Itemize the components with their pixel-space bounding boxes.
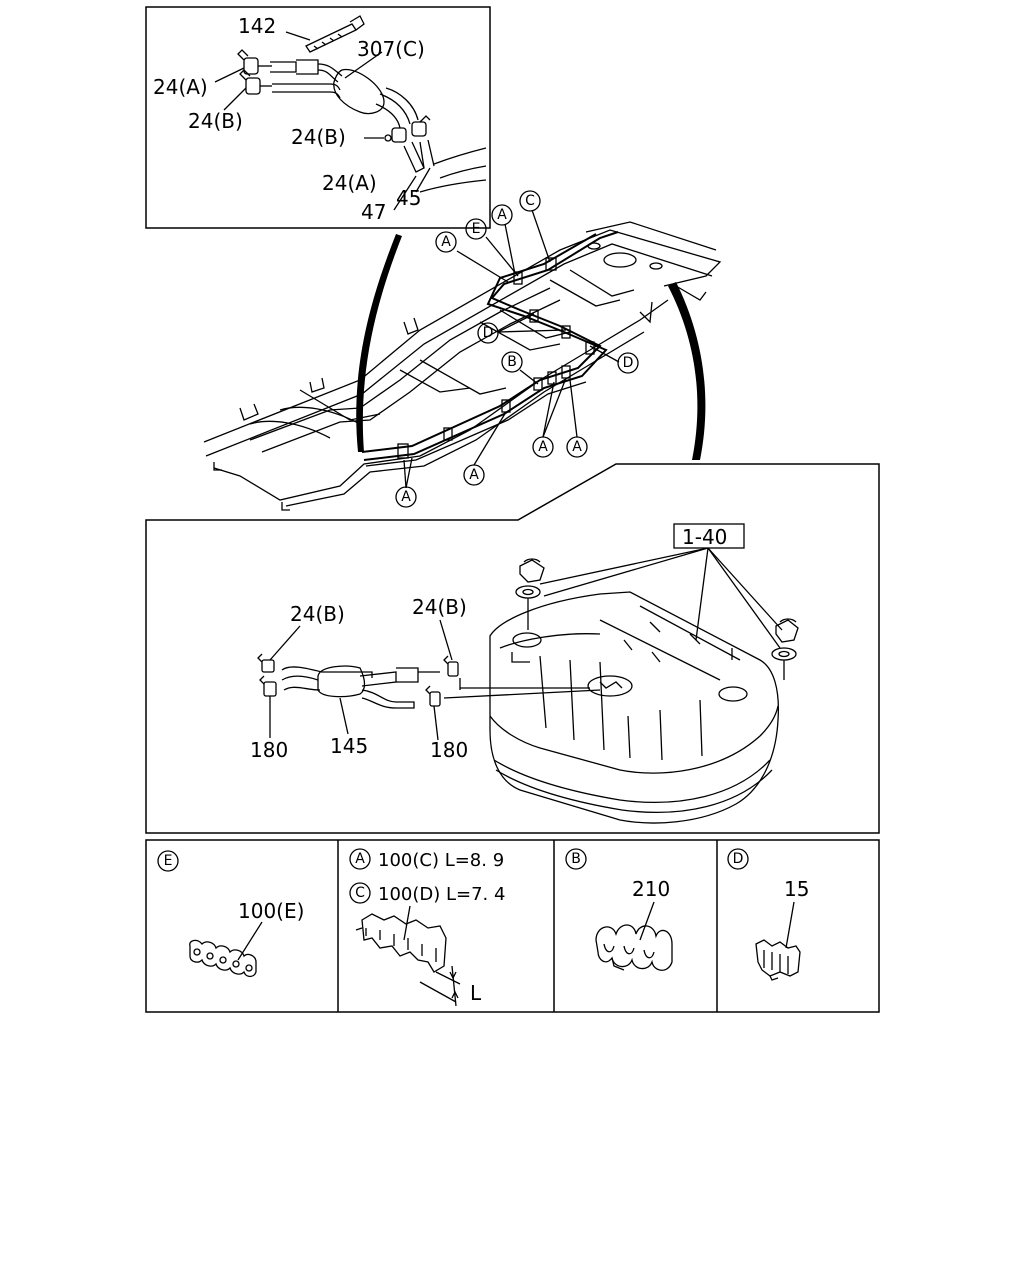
panel-ac-key-a: A xyxy=(355,851,365,867)
top-inset: 142 307(C) 24(A) 24(B) 24(B) 24(A) 47 45 xyxy=(145,6,491,229)
fuel-tank-drawing xyxy=(489,591,780,824)
clip-210-drawing xyxy=(595,924,673,971)
svg-text:A: A xyxy=(497,207,507,223)
label-1-40: 1-40 xyxy=(682,525,727,549)
clamp-24b-lower-drawing xyxy=(364,115,431,143)
clamp-24b-upper-drawing xyxy=(239,69,272,95)
panel-e-part-label: 100(E) xyxy=(238,899,304,923)
svg-text:A: A xyxy=(441,234,451,250)
detail-panels: E 100(E) A 100(C) L=8. 9 C 100(D) L=7. 4 xyxy=(145,839,880,1013)
svg-text:D: D xyxy=(623,355,634,371)
panel-b-key: B xyxy=(571,851,581,867)
label-47: 47 xyxy=(361,200,386,224)
clip-100c-100d-drawing xyxy=(355,913,447,973)
clamp-24a-upper-drawing xyxy=(237,49,272,75)
svg-text:C: C xyxy=(525,193,535,209)
label-24b-upper: 24(B) xyxy=(188,109,243,133)
svg-text:A: A xyxy=(469,467,479,483)
tank-inset-frame xyxy=(145,463,880,834)
callout-a-1: A xyxy=(435,231,457,253)
callout-e-1: E xyxy=(465,218,487,240)
detail-panel-d: D 15 xyxy=(727,848,809,981)
label-24b-lower: 24(B) xyxy=(291,125,346,149)
callout-a-6: A xyxy=(395,486,417,508)
detail-panel-e: E 100(E) xyxy=(157,850,304,978)
detail-panel-b: B 210 xyxy=(565,848,673,971)
fuel-lines-drawing xyxy=(361,231,619,467)
pointer-arc-right xyxy=(668,282,706,460)
svg-text:A: A xyxy=(538,439,548,455)
panel-ac-key-c: C xyxy=(355,885,365,901)
panel-e-key: E xyxy=(164,853,173,869)
label-24a-upper: 24(A) xyxy=(153,75,208,99)
clip-15-drawing xyxy=(755,939,801,981)
frame-callout-leaders xyxy=(403,209,620,489)
label-1-40-box xyxy=(673,523,745,549)
detail-panel-ac: A 100(C) L=8. 9 C 100(D) L=7. 4 L xyxy=(349,848,505,1007)
panel-b-part-label: 210 xyxy=(632,877,670,901)
callout-a-2: A xyxy=(491,204,513,226)
top-inset-frame xyxy=(145,6,491,229)
callout-a-4: A xyxy=(566,436,588,458)
label-307c: 307(C) xyxy=(357,37,425,61)
callout-c-1: C xyxy=(519,190,541,212)
tank-hoses-drawing xyxy=(281,665,601,709)
svg-text:A: A xyxy=(401,489,411,505)
panel-ac-line-c: 100(D) L=7. 4 xyxy=(378,884,505,905)
callout-a-5: A xyxy=(463,464,485,486)
svg-text:D: D xyxy=(483,325,494,341)
panel-d-key: D xyxy=(733,851,744,867)
clip-a-frame-1 xyxy=(397,443,409,459)
grommets-1-40-drawing xyxy=(515,558,799,680)
callout-d-1: D xyxy=(477,322,499,344)
frame-callouts: A E A C D D B A A A A xyxy=(395,190,639,508)
panel-d-part-label: 15 xyxy=(784,877,809,901)
svg-text:B: B xyxy=(507,354,517,370)
panel-ac-line-a: 100(C) L=8. 9 xyxy=(378,850,504,871)
pipes-47-45-drawing xyxy=(393,139,487,211)
callout-a-3: A xyxy=(532,436,554,458)
tank-inset: 24(B) 24(B) 1-40 180 145 180 xyxy=(145,463,880,834)
svg-text:A: A xyxy=(572,439,582,455)
label-45: 45 xyxy=(396,186,421,210)
svg-text:E: E xyxy=(472,221,481,237)
label-180-left: 180 xyxy=(250,738,288,762)
callout-d-2: D xyxy=(617,352,639,374)
chassis-frame-drawing xyxy=(203,221,722,511)
label-145: 145 xyxy=(330,734,368,758)
tank-clamps-drawing xyxy=(257,653,459,707)
callout-b-1: B xyxy=(501,351,523,373)
detail-panels-frame xyxy=(145,839,880,1013)
label-24b-tank-right: 24(B) xyxy=(412,595,467,619)
panel-ac-dim-label: L xyxy=(470,981,482,1005)
label-142: 142 xyxy=(238,14,276,38)
pointer-arc-left xyxy=(356,234,402,452)
strap-142-drawing xyxy=(285,15,365,53)
label-24a-lower: 24(A) xyxy=(322,171,377,195)
clip-100e-drawing xyxy=(189,939,257,978)
filter-307c-drawing xyxy=(270,51,419,129)
label-180-right: 180 xyxy=(430,738,468,762)
label-24b-tank-left: 24(B) xyxy=(290,602,345,626)
